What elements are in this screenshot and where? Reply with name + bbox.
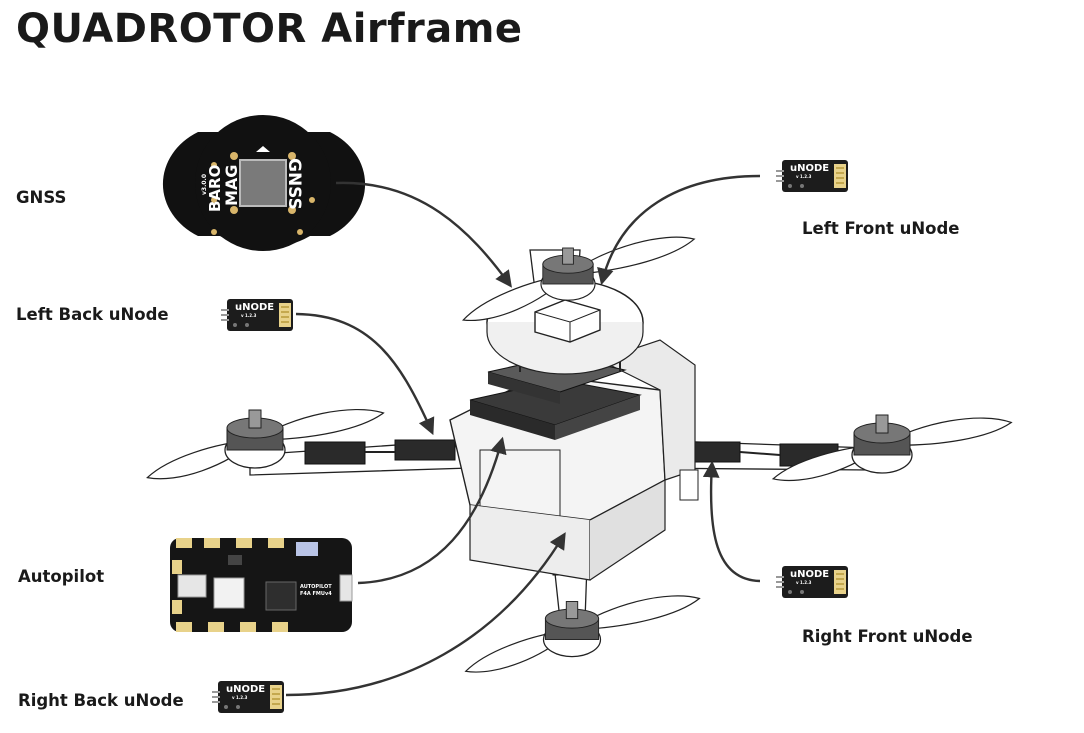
gnss-arrow: [335, 181, 512, 288]
right-back-unode-arrow: [285, 532, 566, 697]
autopilot-board-image: AUTOPILOT F4A FMUv4: [170, 538, 353, 632]
left-back-unode-arrow: [295, 312, 435, 436]
left-back-unode-image: uNODE v 1.2.3: [220, 298, 294, 332]
unode-print-name: uNODE: [790, 163, 829, 174]
quadrotor-frame: [249, 249, 871, 621]
gnss-print-mag: MAG: [222, 165, 241, 206]
left-esc: [304, 441, 366, 465]
right-front-unode-arrow: [702, 460, 761, 583]
gnss-module-image: GNSS MAG BARO v3.0.0: [162, 115, 366, 251]
unode-print-version: v 1.2.3: [241, 313, 257, 318]
right-front-unode-image: uNODE v 1.2.3: [775, 565, 849, 599]
autopilot-label: Autopilot: [18, 567, 105, 586]
unode-print-name: uNODE: [235, 302, 274, 313]
unode-print-version: v 1.2.3: [796, 580, 812, 585]
left-back-unode-label: Left Back uNode: [16, 305, 169, 324]
right-back-unode-image: uNODE v 1.2.3: [211, 680, 285, 714]
left-front-unode-arrow: [597, 174, 761, 286]
unode-print-name: uNODE: [226, 684, 265, 695]
gnss-print-baro: BARO: [206, 165, 224, 212]
gnss-print-version: v3.0.0: [201, 174, 208, 195]
autopilot-arrow: [357, 436, 507, 585]
left-front-unode-image: uNODE v 1.2.3: [775, 159, 849, 193]
autopilot-print-name: AUTOPILOT: [300, 584, 332, 590]
left-front-unode-label: Left Front uNode: [802, 219, 960, 238]
unode-print-version: v 1.2.3: [232, 695, 248, 700]
right-back-unode-label: Right Back uNode: [18, 691, 184, 710]
autopilot-print-model: F4A FMUv4: [300, 591, 332, 597]
gnss-print-gnss: GNSS: [284, 158, 304, 210]
callout-arrows: [285, 174, 761, 697]
unode-print-name: uNODE: [790, 569, 829, 580]
gnss-label: GNSS: [16, 188, 67, 207]
left-back-unode-mounted: [394, 439, 456, 461]
right-front-unode-label: Right Front uNode: [802, 627, 973, 646]
unode-print-version: v 1.2.3: [796, 174, 812, 179]
page-title: QUADROTOR Airframe: [16, 6, 523, 52]
